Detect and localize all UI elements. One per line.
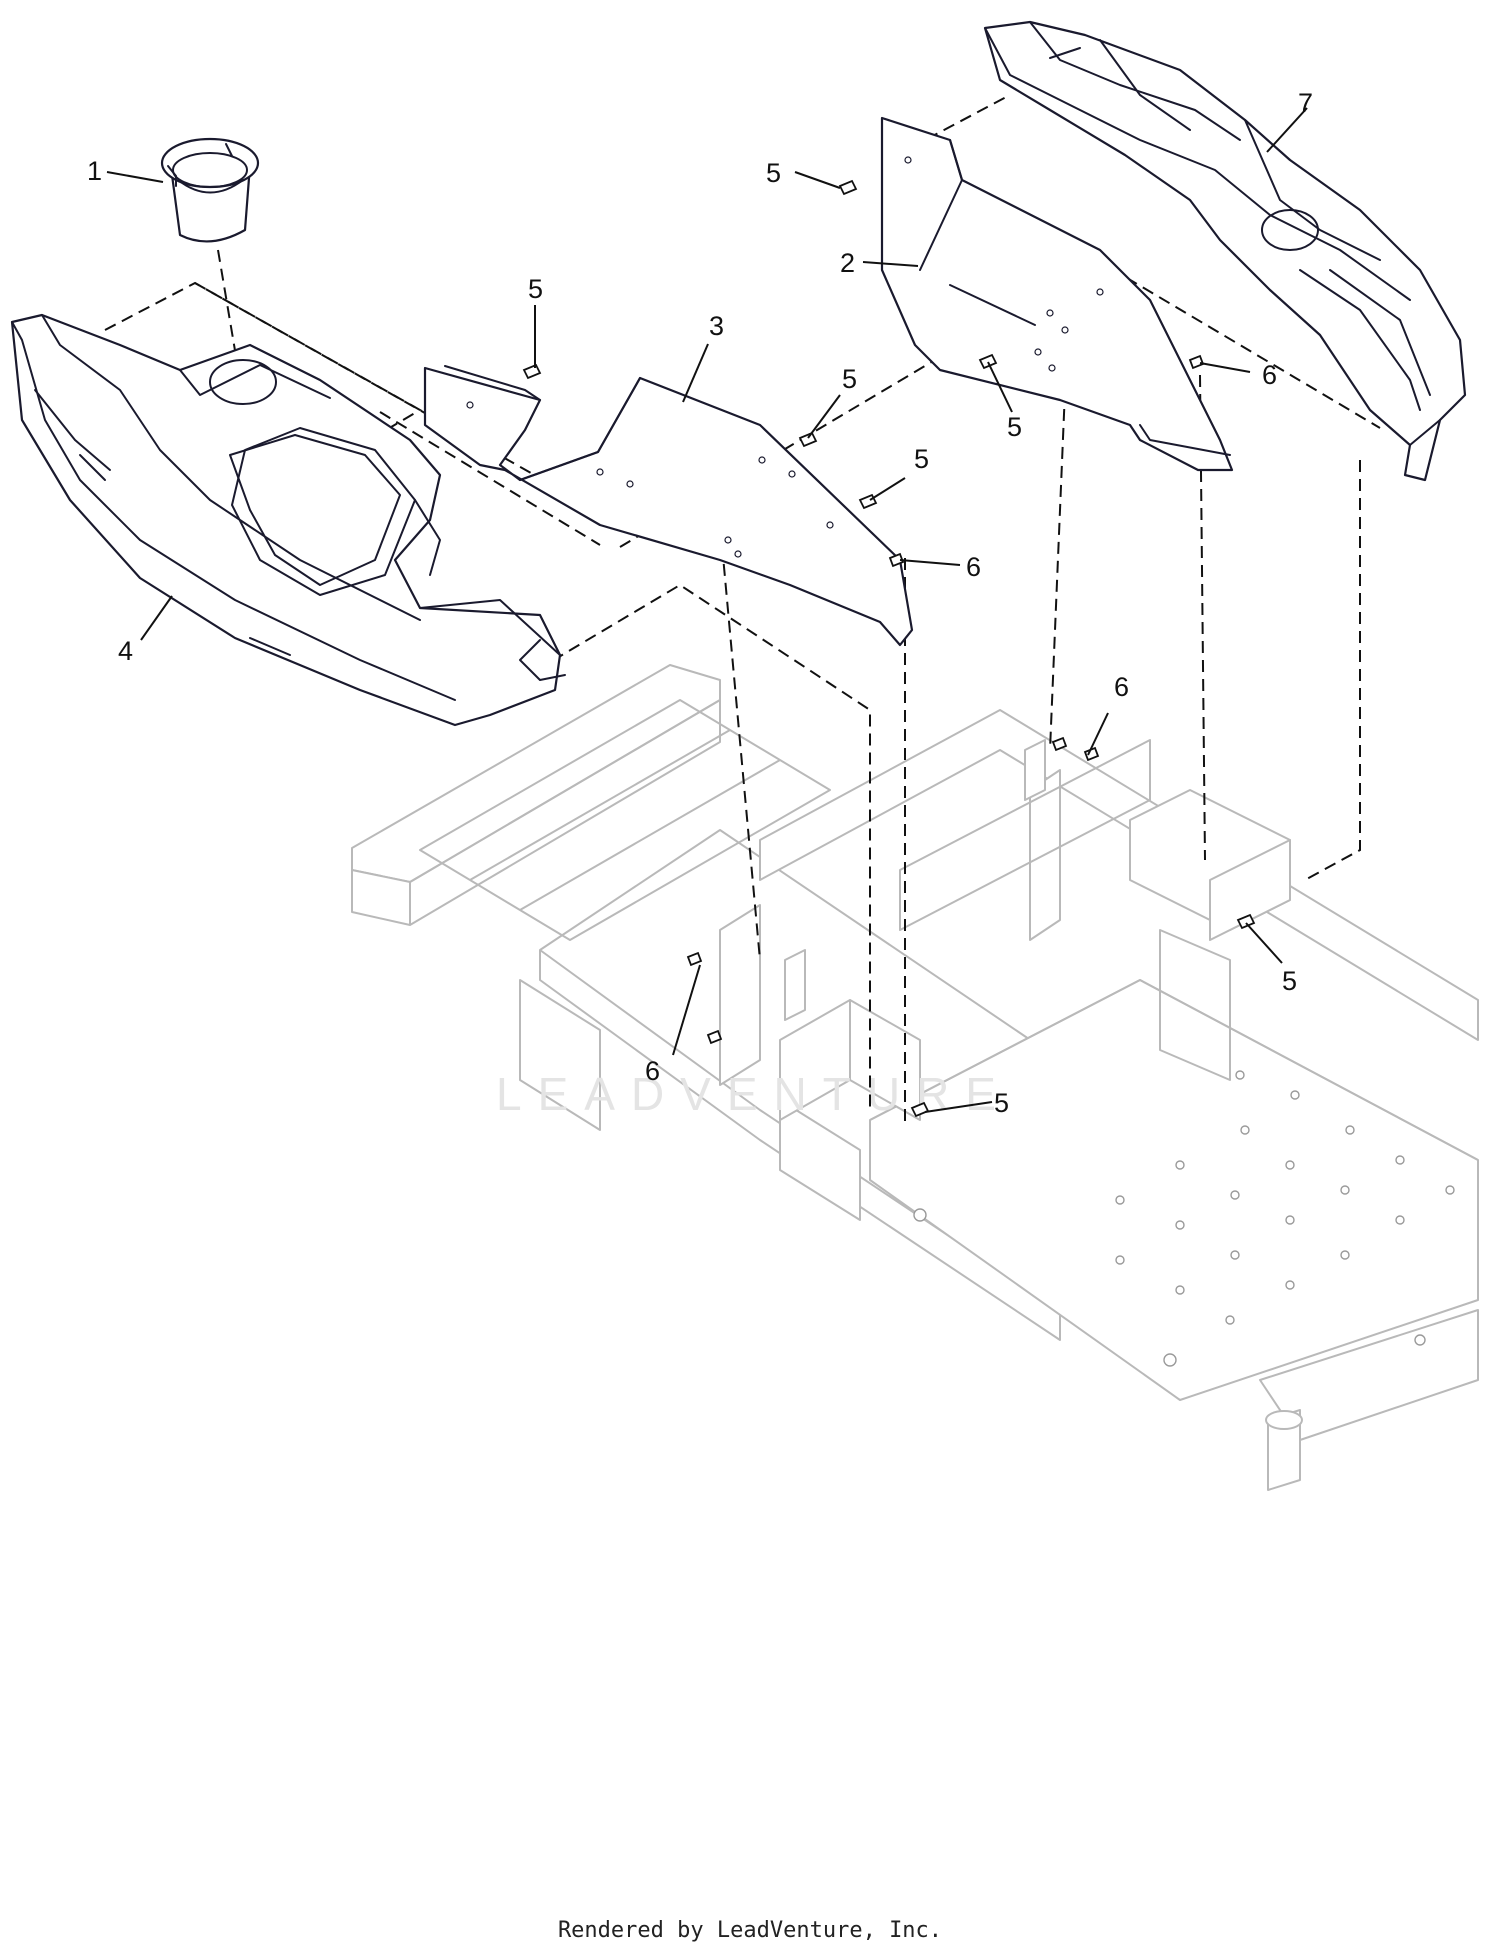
callout-5-a: 5 bbox=[528, 274, 543, 304]
right-bracket-part bbox=[880, 116, 1234, 472]
callout-labels: 1 2 3 4 5 5 5 5 5 5 5 6 6 6 6 7 bbox=[87, 88, 1313, 1118]
left-console-cover-part bbox=[10, 313, 566, 727]
callout-5-c: 5 bbox=[914, 444, 929, 474]
callout-5-e: 5 bbox=[1007, 412, 1022, 442]
callout-5-b: 5 bbox=[842, 364, 857, 394]
callout-6-a: 6 bbox=[966, 552, 981, 582]
leader-lines bbox=[106, 107, 1308, 1113]
callout-2: 2 bbox=[840, 248, 855, 278]
footer-credit: Rendered by LeadVenture, Inc. bbox=[557, 1918, 943, 1943]
left-bracket-part bbox=[423, 365, 914, 647]
callout-3: 3 bbox=[709, 311, 724, 341]
platform-holes bbox=[913, 1070, 1455, 1367]
watermark-text: LEADVENTURE bbox=[496, 1068, 1012, 1120]
callout-5-f: 5 bbox=[1282, 966, 1297, 996]
callout-6-c: 6 bbox=[1114, 672, 1129, 702]
callout-4: 4 bbox=[118, 636, 133, 666]
chassis-frame bbox=[351, 664, 1479, 1491]
callout-7: 7 bbox=[1298, 88, 1313, 118]
callout-5-d: 5 bbox=[766, 158, 781, 188]
callout-6-d: 6 bbox=[645, 1056, 660, 1086]
callout-1: 1 bbox=[87, 156, 102, 186]
cup-holder-part bbox=[160, 137, 260, 243]
right-console-cover-part bbox=[983, 20, 1467, 482]
callout-6-b: 6 bbox=[1262, 360, 1277, 390]
callout-5-g: 5 bbox=[994, 1088, 1009, 1118]
